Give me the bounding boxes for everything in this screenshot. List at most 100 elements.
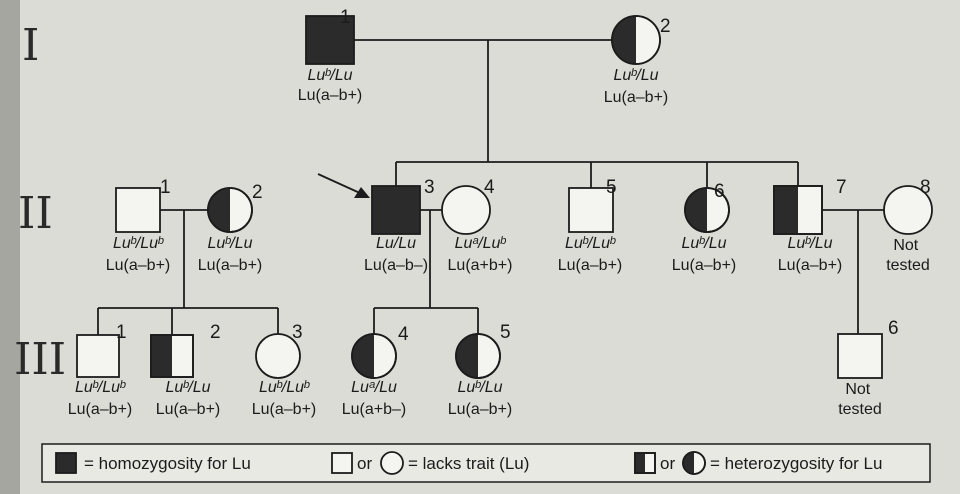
generation-label-III: III [14, 334, 66, 385]
phenotype-label: Lu(a–b+) [106, 257, 171, 274]
individual-number: 1 [340, 7, 351, 28]
individual-symbol-II-6 [684, 187, 730, 233]
individual-number: 1 [116, 322, 127, 343]
phenotype-label: Lu(a–b+) [68, 401, 133, 418]
generation-label-I: I [22, 20, 39, 71]
genotype-label: Luᵇ/Lu [457, 379, 502, 396]
legend-lacks-label: = lacks trait (Lu) [408, 454, 529, 473]
legend-lacks-square-swatch [331, 452, 353, 474]
individual-II-4: 4 Luᵃ/Luᵇ Lu(a+b+) [441, 177, 513, 274]
individual-II-6: 6 Luᵇ/Lu Lu(a–b+) [672, 181, 737, 274]
half-filled-circle-icon [456, 334, 478, 378]
individual-symbol-II-7 [773, 185, 823, 235]
open-square-icon [568, 187, 614, 233]
legend-or-label-2: or [660, 454, 675, 473]
individual-number: 7 [836, 177, 847, 198]
genotype-label: Luᵇ/Lu [613, 67, 658, 84]
individual-symbol-III-6 [837, 333, 883, 379]
individual-III-5: 5 Luᵇ/Lu Lu(a–b+) [448, 322, 513, 418]
phenotype-label: Lu(a–b+) [198, 257, 263, 274]
genotype-label: Luᵇ/Lu [207, 235, 252, 252]
proband-arrowhead-icon [354, 187, 370, 198]
half-filled-circle-icon [612, 16, 636, 64]
open-square-icon [837, 333, 883, 379]
half-filled-square-icon [774, 186, 798, 234]
individual-II-2: 2 Luᵇ/Lu Lu(a–b+) [198, 182, 263, 274]
individual-I-1: 1 Luᵇ/Lu Lu(a–b+) [298, 7, 363, 104]
legend: = homozygosity for Lu or = lacks trait (… [41, 443, 931, 483]
phenotype-label: Lu(a–b+) [672, 257, 737, 274]
phenotype-label: Lu(a–b–) [364, 257, 428, 274]
filled-square-icon [371, 185, 421, 235]
legend-heterozygous-circle-swatch [682, 451, 706, 475]
phenotype-label: Lu(a–b+) [448, 401, 513, 418]
individual-symbol-I-1 [305, 15, 355, 65]
individual-II-1: 1 Luᵇ/Luᵇ Lu(a–b+) [106, 177, 171, 274]
individual-II-7: 7 Luᵇ/Lu Lu(a–b+) [773, 177, 847, 274]
genotype-label: Luᵇ/Luᵇ [113, 235, 164, 252]
open-circle-icon [255, 333, 301, 379]
half-filled-square-icon [151, 335, 172, 377]
genotype-label: Lu/Lu [376, 235, 416, 252]
legend-heterozygous-square-swatch [634, 452, 656, 474]
circle-border-icon [611, 15, 661, 65]
individual-II-5: 5 Luᵇ/Luᵇ Lu(a–b+) [558, 177, 623, 274]
square-border-icon [773, 185, 823, 235]
individual-III-2: 2 Luᵇ/Lu Lu(a–b+) [150, 322, 221, 418]
open-circle-icon [883, 185, 933, 235]
individual-number: 2 [660, 16, 671, 37]
genotype-label: Luᵇ/Lu [681, 235, 726, 252]
legend-homozygous-label: = homozygosity for Lu [84, 454, 251, 473]
legend-lacks-circle-swatch [380, 451, 404, 475]
genotype-label: Luᵇ/Luᵇ [75, 379, 126, 396]
proband-arrow-icon [317, 173, 363, 195]
individual-number: 4 [484, 177, 495, 198]
circle-border-icon [682, 451, 706, 475]
individual-number: 5 [606, 177, 617, 198]
not-tested-label: Not tested [838, 381, 882, 418]
generation-label-II: II [18, 188, 53, 239]
circle-border-icon [351, 333, 397, 379]
individual-number: 1 [160, 177, 171, 198]
individual-symbol-II-3 [371, 185, 421, 235]
genotype-label: Luᵃ/Luᵇ [455, 235, 507, 252]
individual-number: 3 [292, 322, 303, 343]
legend-homozygous-swatch [55, 452, 77, 474]
individual-II-8: 8 Not tested [883, 177, 933, 274]
phenotype-label: Lu(a–b+) [558, 257, 623, 274]
circle-border-icon [684, 187, 730, 233]
phenotype-label: Lu(a–b+) [604, 89, 669, 106]
genotype-label: Luᵇ/Lu [787, 235, 832, 252]
open-square-icon [76, 334, 120, 378]
open-square-icon [115, 187, 161, 233]
individual-number: 2 [252, 182, 263, 203]
half-filled-circle-icon [685, 188, 707, 232]
open-circle-icon [441, 185, 491, 235]
phenotype-label: Lu(a–b+) [778, 257, 843, 274]
square-border-icon [634, 452, 656, 474]
genotype-label: Luᵇ/Lu [165, 379, 210, 396]
individual-number: 5 [500, 322, 511, 343]
half-filled-square-icon [635, 453, 645, 473]
individual-symbol-II-1 [115, 187, 161, 233]
legend-box [41, 443, 931, 483]
individual-symbol-III-5 [455, 333, 501, 379]
page-shadow [0, 0, 20, 494]
individual-symbol-II-5 [568, 187, 614, 233]
half-filled-circle-icon [208, 188, 230, 232]
phenotype-label: Lu(a+b+) [448, 257, 513, 274]
pedigree-individuals: 1 Luᵇ/Lu Lu(a–b+) 2 Luᵇ/Lu Lu(a–b+) 1 Lu… [68, 7, 933, 418]
individual-symbol-II-2 [207, 187, 253, 233]
genotype-label: Luᵃ/Lu [351, 379, 397, 396]
individual-number: 8 [920, 177, 931, 198]
individual-symbol-II-8 [883, 185, 933, 235]
phenotype-label: Lu(a–b+) [298, 87, 363, 104]
phenotype-label: Lu(a–b+) [252, 401, 317, 418]
pedigree-lines [97, 39, 884, 336]
square-border-icon [150, 334, 194, 378]
genotype-label: Luᵇ/Lu [307, 67, 352, 84]
individual-symbol-III-1 [76, 334, 120, 378]
individual-symbol-III-3 [255, 333, 301, 379]
